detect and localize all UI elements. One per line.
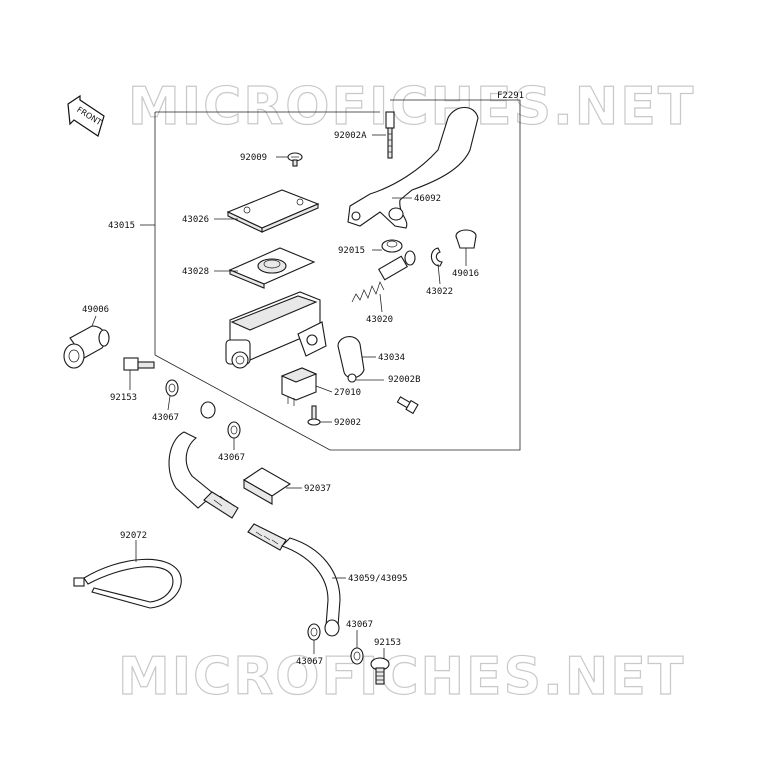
bolt-92002a <box>385 111 395 159</box>
screw-92009 <box>287 152 303 167</box>
dust-boot-49016 <box>455 229 477 249</box>
banjo-bolt-bottom <box>370 657 390 685</box>
label-43067-a: 43067 <box>152 413 179 423</box>
banjo-bolt-top <box>123 357 155 371</box>
label-43034: 43034 <box>378 353 405 363</box>
washer-43067-d <box>350 647 364 665</box>
brake-switch-27010 <box>280 367 318 406</box>
label-43067-c: 43067 <box>296 657 323 667</box>
label-92002a: 92002A <box>334 131 367 141</box>
label-43028: 43028 <box>182 267 209 277</box>
screw-92002 <box>307 405 321 426</box>
label-49016: 49016 <box>452 269 479 279</box>
washer-43067-a <box>165 379 179 397</box>
label-92002b: 92002B <box>388 375 421 385</box>
bushing-92015 <box>381 239 403 253</box>
label-92153-bottom: 92153 <box>374 638 401 648</box>
leader-lines <box>91 134 467 658</box>
washer-43067-b <box>227 421 241 439</box>
label-49006: 49006 <box>82 305 109 315</box>
brake-hose-lower <box>247 523 341 637</box>
lever-part <box>347 106 479 229</box>
reservoir-cap <box>226 189 320 233</box>
washer-43067-c <box>307 623 321 641</box>
label-43022: 43022 <box>426 287 453 297</box>
assembly-outline <box>154 99 521 451</box>
label-92153-top: 92153 <box>110 393 137 403</box>
label-46092: 46092 <box>414 194 441 204</box>
diaphragm <box>228 247 316 289</box>
label-43067-d: 43067 <box>346 620 373 630</box>
label-92002: 92002 <box>334 418 361 428</box>
tee-fitting-49006 <box>63 325 110 369</box>
brake-hose-upper <box>168 401 239 519</box>
circlip-43022 <box>430 247 443 267</box>
label-92037: 92037 <box>304 484 331 494</box>
label-43015: 43015 <box>108 221 135 231</box>
watermark-bottom: MICROFICHES.NET <box>118 647 685 707</box>
front-arrow-icon: FRONT <box>67 94 105 137</box>
label-92072: 92072 <box>120 531 147 541</box>
label-92015: 92015 <box>338 246 365 256</box>
cable-tie-92072 <box>73 558 182 609</box>
label-43067-b: 43067 <box>218 453 245 463</box>
clip-92037 <box>242 467 292 505</box>
watermark-top: MICROFICHES.NET <box>128 77 695 137</box>
master-cylinder-body <box>225 291 327 369</box>
label-43059-43095: 43059/43095 <box>348 574 408 584</box>
clamp-43034 <box>337 336 365 383</box>
label-92009: 92009 <box>240 153 267 163</box>
piston-assembly <box>351 250 416 303</box>
label-43026: 43026 <box>182 215 209 225</box>
diagram-code: F2291 <box>497 91 524 101</box>
bolt-92002b <box>396 396 419 415</box>
label-27010: 27010 <box>334 388 361 398</box>
label-43020: 43020 <box>366 315 393 325</box>
